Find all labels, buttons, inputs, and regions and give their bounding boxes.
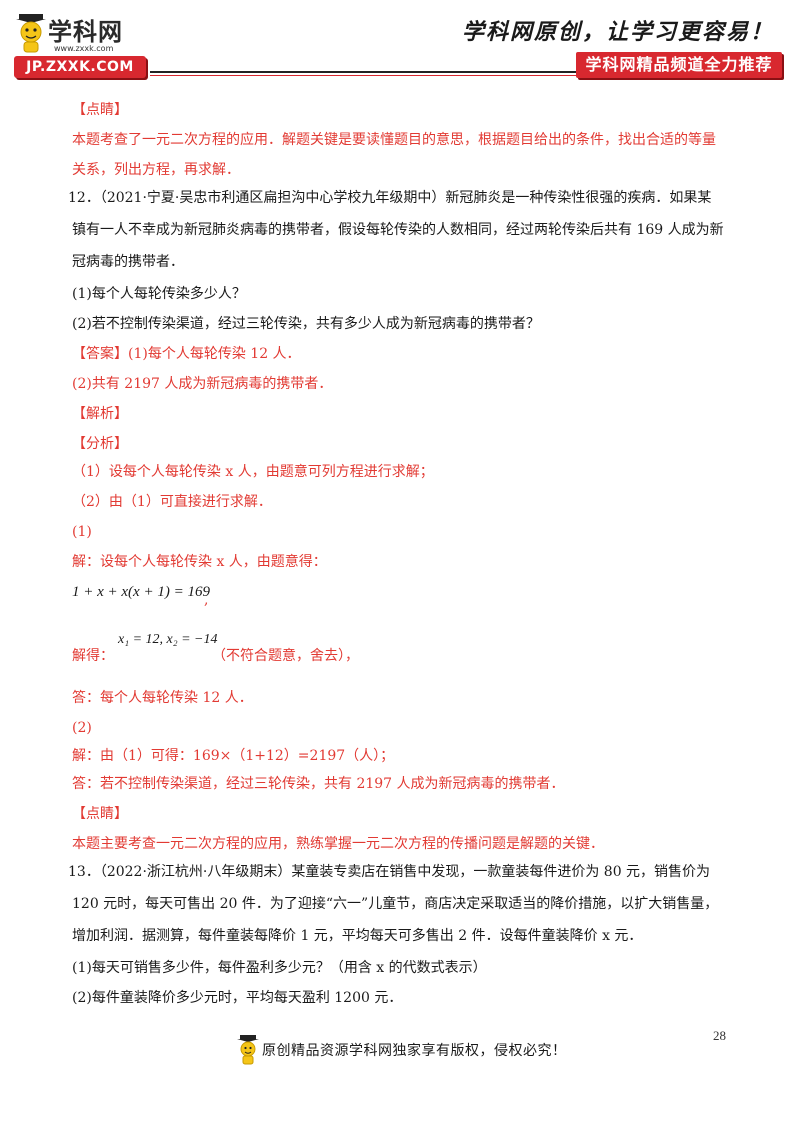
question-13-part-1: (1)每天可销售多少件，每件盈利多少元？（用含 x 的代数式表示） xyxy=(72,960,487,976)
page-footer: 28 原创精品资源学科网独家享有版权，侵权必究！ xyxy=(0,1022,800,1132)
site-badge[interactable]: JP.ZXXK.COM xyxy=(14,56,146,78)
question-12-part-2: (2)若不控制传染渠道，经过三轮传染，共有多少人成为新冠病毒的携带者？ xyxy=(72,316,540,332)
tip-heading: 【点睛】 xyxy=(72,102,128,118)
logo-title: 学科网 xyxy=(48,18,123,46)
question-13-line: 13．（2022·浙江杭州·八年级期末）某童装专卖店在销售中发现，一款童装每件进… xyxy=(68,864,711,880)
solution-line: 解：设每个人每轮传染 x 人，由题意得： xyxy=(72,554,327,570)
analysis-heading: 【解析】 xyxy=(72,406,128,422)
zxxk-logo[interactable]: 学科网 www.zxxk.com xyxy=(14,10,164,80)
analysis-subheading: 【分析】 xyxy=(72,436,128,452)
header-divider-red xyxy=(150,75,580,76)
tip-line: 关系，列出方程，再求解． xyxy=(72,162,240,178)
tip-heading: 【点睛】 xyxy=(72,806,128,822)
question-13-part-2: (2)每件童装降价多少元时，平均每天盈利 1200 元． xyxy=(72,990,403,1006)
page-header: 学科网 www.zxxk.com JP.ZXXK.COM 学科网原创，让学习更容… xyxy=(0,0,800,90)
analysis-line: （1）设每个人每轮传染 x 人，由题意可列方程进行求解； xyxy=(72,464,434,480)
solution-part-label: (2) xyxy=(72,720,92,736)
copyright-notice: 原创精品资源学科网独家享有版权，侵权必究！ xyxy=(262,1043,567,1059)
page-number: 28 xyxy=(713,1028,726,1043)
solution-answer: 答：每个人每轮传染 12 人． xyxy=(72,690,253,706)
header-slogan: 学科网原创，让学习更容易！ xyxy=(461,19,774,45)
question-12-line: 镇有一人不幸成为新冠肺炎病毒的携带者，假设每轮传染的人数相同，经过两轮传染后共有… xyxy=(72,222,724,238)
solution-part-label: (1) xyxy=(72,524,92,540)
equation-1: 1 + x + x(x + 1) = 169 xyxy=(72,584,210,600)
tip-line: 本题主要考查一元二次方程的应用，熟练掌握一元二次方程的传播问题是解题的关键． xyxy=(72,836,604,852)
tip-line: 本题考查了一元二次方程的应用．解题关键是要读懂题目的意思，根据题目给出的条件，找… xyxy=(72,132,716,148)
question-12-part-1: (1)每个人每轮传染多少人？ xyxy=(72,286,246,302)
question-13-line: 增加利润．据测算，每件童装每降价 1 元，平均每天可多售出 2 件．设每件童装降… xyxy=(72,928,643,944)
solution-answer: 答：若不控制传染渠道，经过三轮传染，共有 2197 人成为新冠病毒的携带者． xyxy=(72,776,565,792)
logo-url: www.zxxk.com xyxy=(54,44,114,53)
answer-line: (2)共有 2197 人成为新冠病毒的携带者． xyxy=(72,376,333,392)
header-divider xyxy=(150,71,580,73)
recommend-badge: 学科网精品频道全力推荐 xyxy=(576,52,782,78)
question-12-line: 冠病毒的携带者． xyxy=(72,254,184,270)
mascot-icon xyxy=(16,14,46,53)
question-13-line: 120 元时，每天可售出 20 件．为了迎接“六一”儿童节，商店决定采取适当的降… xyxy=(72,896,719,912)
solution-line-prefix: 解得： xyxy=(72,648,114,664)
equation-2: x₁ = 12, x₂ = −14 xyxy=(118,632,218,647)
analysis-line: （2）由（1）可直接进行求解． xyxy=(72,494,272,510)
solution-line-suffix: （不符合题意，舍去）， xyxy=(212,648,359,664)
equation-1-comma: , xyxy=(204,592,209,608)
question-12-line: 12．（2021·宁夏·吴忠市利通区扁担沟中心学校九年级期中）新冠肺炎是一种传染… xyxy=(68,190,712,206)
mascot-icon xyxy=(237,1035,259,1065)
answer-line: 【答案】(1)每个人每轮传染 12 人． xyxy=(72,346,301,362)
solution-line: 解：由（1）可得：169×（1+12）=2197（人）； xyxy=(72,748,395,764)
